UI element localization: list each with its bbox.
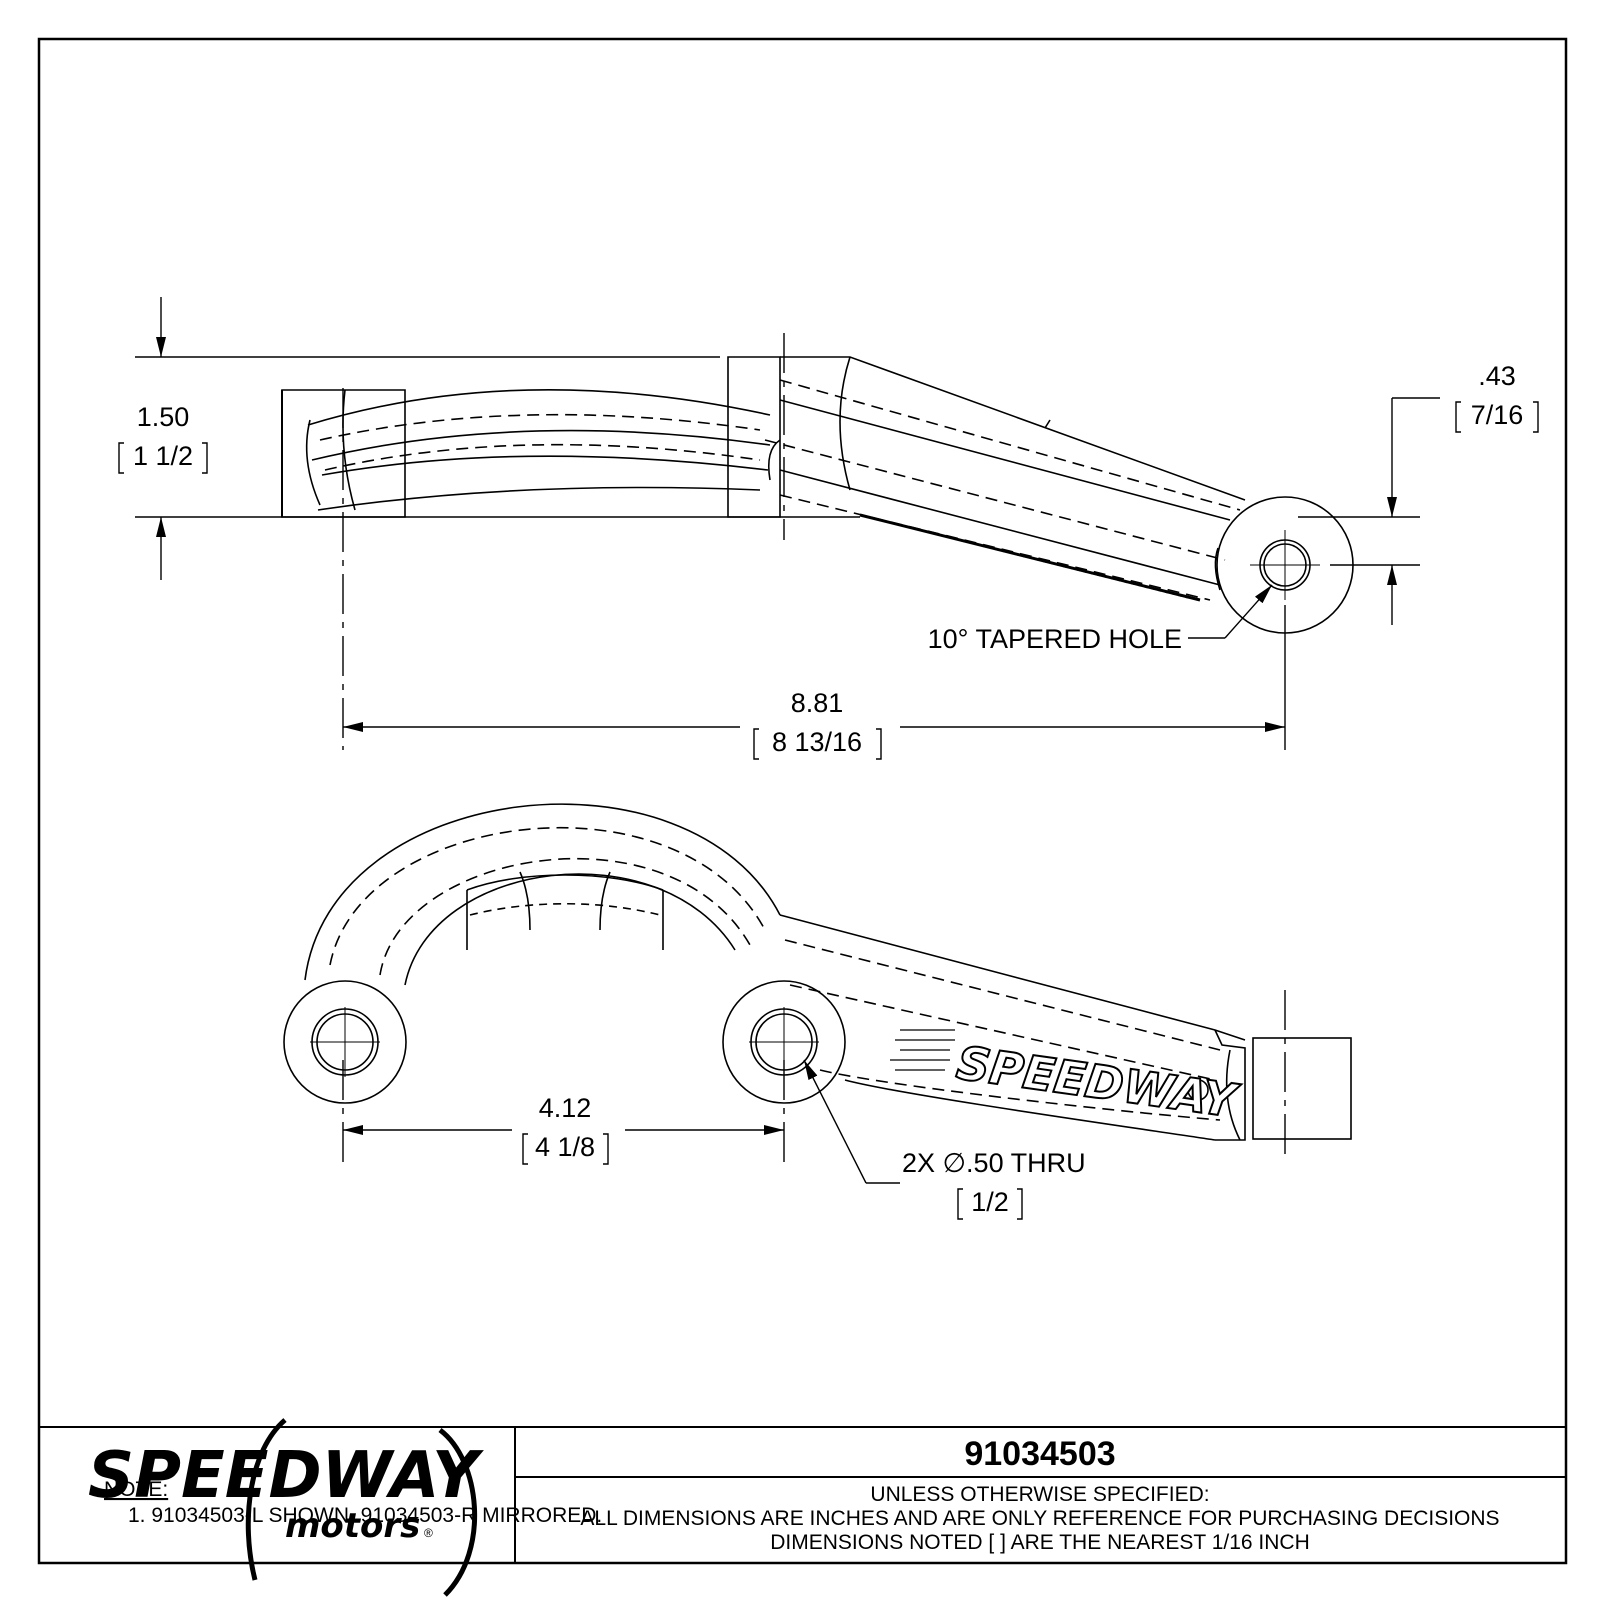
speedway-motors-logo: SPEEDWAY motors ® — [88, 1418, 484, 1597]
offset-dim-fraction: 7/16 — [1471, 400, 1524, 430]
notes-heading: NOTE: — [104, 1478, 168, 1501]
hole-spacing-dim-value: 4.12 — [539, 1093, 592, 1123]
logo-mark: ® — [424, 1526, 433, 1540]
length-dim-value: 8.81 — [791, 688, 844, 718]
side-view-dimensions — [135, 297, 1440, 750]
drawing-border — [37, 37, 1568, 1565]
logo-brand: SPEEDWAY — [88, 1439, 484, 1513]
spec-line-2: DIMENSIONS NOTED [ ] ARE THE NEAREST 1/1… — [770, 1531, 1310, 1554]
offset-dim-value: .43 — [1478, 361, 1516, 391]
top-view — [283, 803, 1352, 1141]
spec-heading: UNLESS OTHERWISE SPECIFIED: — [870, 1483, 1209, 1506]
hole-spacing-dim-fraction: 4 1/8 — [535, 1132, 595, 1162]
logo-sub: motors — [285, 1506, 420, 1546]
top-view-dimensions — [342, 990, 1286, 1184]
part-number: 91034503 — [964, 1435, 1115, 1473]
note-item-1: 1. 91034503-L SHOWN, 91034503-R MIRRORED… — [128, 1504, 602, 1527]
thru-hole-fraction: 1/2 — [971, 1187, 1009, 1217]
part-emboss-logo: SPEEDWAY — [953, 1035, 1243, 1128]
title-block — [39, 1426, 1566, 1563]
tapered-hole-callout: 10° TAPERED HOLE — [928, 624, 1182, 654]
side-view — [281, 356, 1354, 634]
height-dim-fraction: 1 1/2 — [133, 441, 193, 471]
spec-line-1: ALL DIMENSIONS ARE INCHES AND ARE ONLY R… — [580, 1507, 1499, 1530]
thru-hole-callout: 2X ∅.50 THRU — [902, 1148, 1086, 1178]
height-dim-value: 1.50 — [137, 402, 190, 432]
length-dim-fraction: 8 13/16 — [772, 727, 862, 757]
